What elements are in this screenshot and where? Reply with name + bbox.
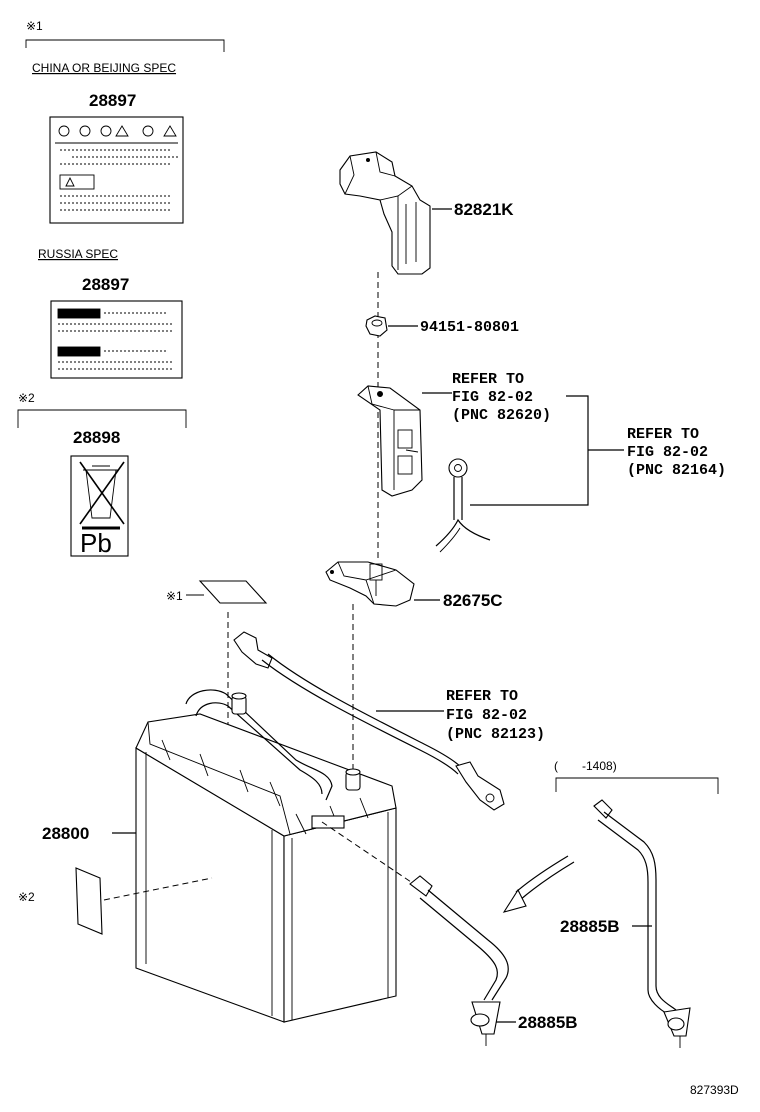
side-label-note: ※2	[18, 890, 35, 904]
china-warning-label[interactable]	[49, 116, 184, 224]
ref-b-line3: (PNC 82164)	[627, 462, 726, 479]
sticker-note: ※1	[166, 589, 183, 603]
note2-bracket: ※2	[17, 391, 187, 428]
china-spec-title: CHINA OR BEIJING SPEC	[32, 61, 176, 75]
nut-part-number[interactable]: 94151-80801	[420, 319, 519, 336]
note1-mark: ※1	[26, 19, 43, 33]
battery-sensor-cable-b[interactable]	[593, 799, 691, 1048]
nut[interactable]	[365, 315, 388, 337]
note2-mark: ※2	[18, 391, 35, 405]
ref-c-line1: REFER TO	[446, 688, 518, 705]
note1-bracket: ※1	[25, 19, 225, 52]
battery-clamp[interactable]	[325, 561, 415, 607]
replacement-arrow-icon	[502, 855, 575, 913]
battery-sensor-cable-a[interactable]	[409, 875, 509, 1046]
terminal-cover-part-number[interactable]: 82821K	[454, 200, 514, 219]
reference-82620[interactable]: REFER TO FIG 82-02 (PNC 82620)	[452, 371, 551, 424]
reference-82164[interactable]: REFER TO FIG 82-02 (PNC 82164)	[627, 426, 726, 479]
russia-label-part-number[interactable]: 28897	[82, 275, 129, 294]
clamp-part-number[interactable]: 82675C	[443, 591, 503, 610]
battery-side-label[interactable]	[75, 867, 103, 935]
ref-b-line1: REFER TO	[627, 426, 699, 443]
battery-part-number[interactable]: 28800	[42, 824, 89, 843]
negative-cable[interactable]	[233, 631, 505, 811]
ring-terminal-cable[interactable]	[435, 458, 491, 553]
reference-82123[interactable]: REFER TO FIG 82-02 (PNC 82123)	[446, 688, 545, 743]
ref-a-line3: (PNC 82620)	[452, 407, 551, 424]
ref-c-line3: (PNC 82123)	[446, 726, 545, 743]
russia-warning-label[interactable]	[50, 300, 183, 379]
battery[interactable]	[135, 689, 397, 1023]
figure-id: 827393D	[690, 1083, 739, 1097]
recycle-label-part-number[interactable]: 28898	[73, 428, 120, 447]
date-range: ( -1408)	[554, 759, 617, 773]
ref-b-line2: FIG 82-02	[627, 444, 708, 461]
sensor-cable-b-part-number[interactable]: 28885B	[560, 917, 620, 936]
ref-c-line2: FIG 82-02	[446, 707, 527, 724]
russia-spec-title: RUSSIA SPEC	[38, 247, 118, 261]
positive-terminal[interactable]	[357, 385, 423, 497]
battery-sticker[interactable]	[198, 580, 268, 604]
china-label-part-number[interactable]: 28897	[89, 91, 136, 110]
recycle-label[interactable]: Pb	[70, 455, 129, 558]
ref-a-line1: REFER TO	[452, 371, 524, 388]
sensor-cable-a-part-number[interactable]: 28885B	[518, 1013, 578, 1032]
ref-a-line2: FIG 82-02	[452, 389, 533, 406]
pb-symbol-text: Pb	[80, 528, 112, 558]
terminal-cover[interactable]	[339, 151, 431, 275]
